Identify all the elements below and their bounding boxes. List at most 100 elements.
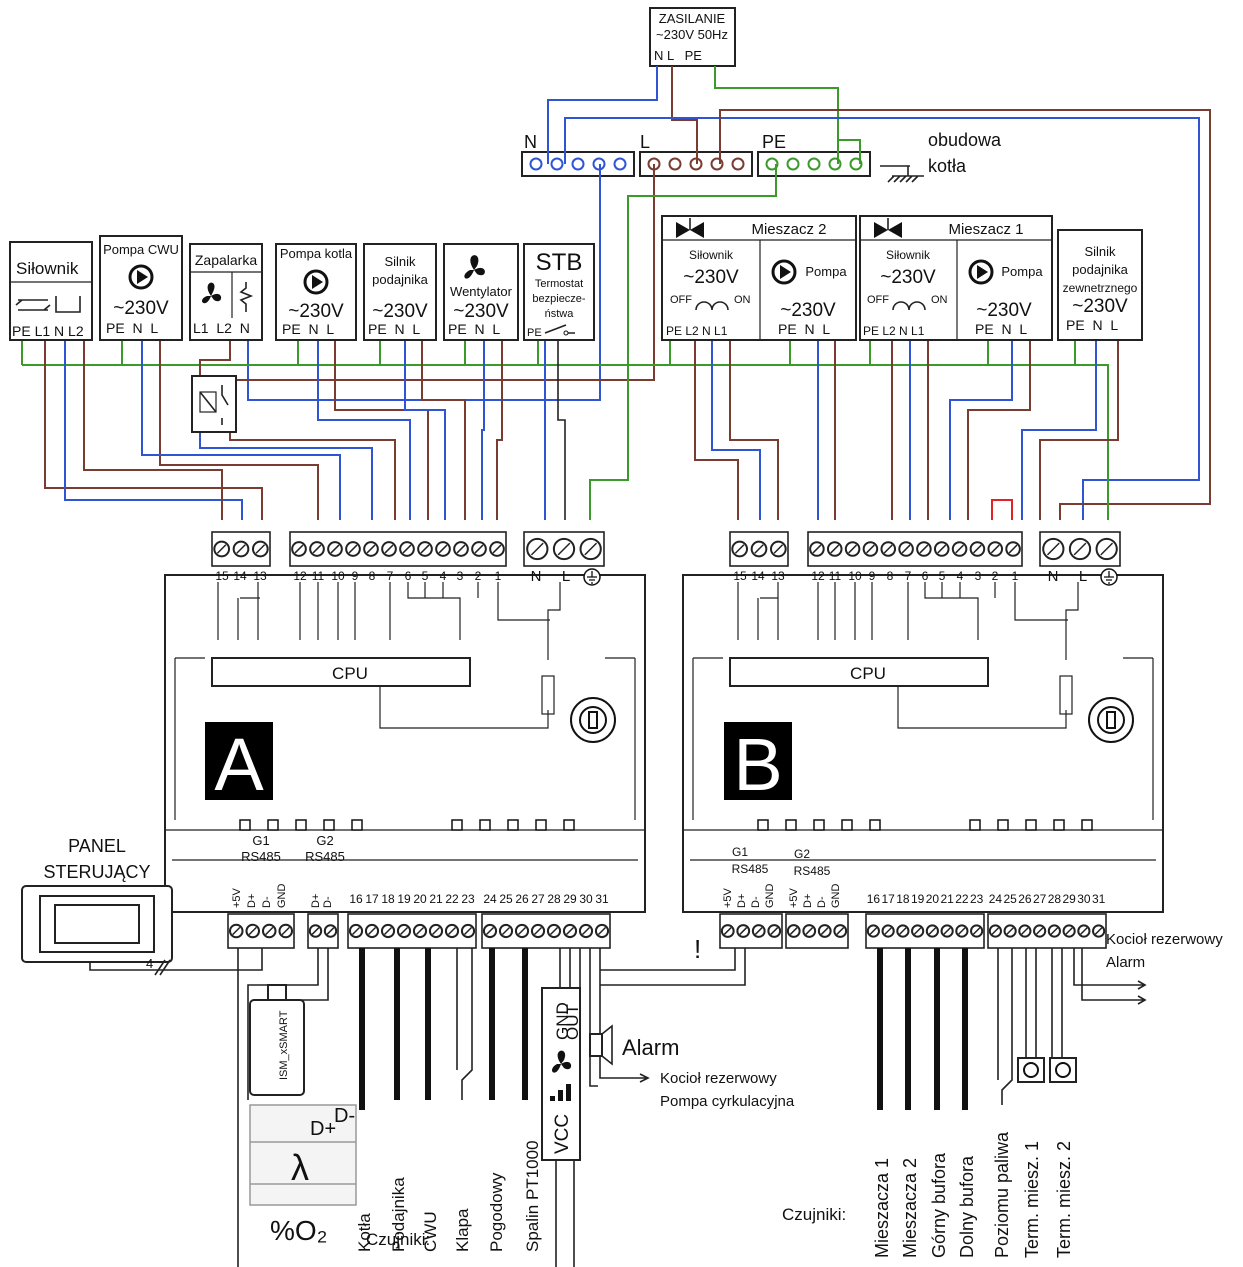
led-indicator: [841, 819, 853, 831]
mixer1-pump: Pompa: [1001, 264, 1043, 279]
pin-label: 7: [387, 569, 394, 583]
screw-slot: [348, 544, 358, 554]
mixer2-switch-icon: [695, 301, 729, 311]
screw-slot: [972, 927, 981, 935]
warning-mark: !: [694, 934, 701, 964]
boiler-pump-voltage: ~230V: [288, 301, 344, 322]
pin-label: 31: [1092, 892, 1106, 906]
screw-slot: [330, 544, 340, 554]
device-fan: Wentylator ~230V PE N L: [443, 243, 519, 341]
device-mixer-2: Mieszacz 2 Siłownik ~230V OFF ON PE L2 N…: [661, 215, 857, 341]
feeder-title-2: podajnika: [372, 272, 428, 287]
led-indicator: [813, 819, 825, 831]
fan-title: Wentylator: [450, 284, 513, 299]
bus-pin-label: +5V: [231, 887, 243, 908]
sensor-label: Mieszacza 1: [872, 1158, 892, 1258]
pin-label: 27: [531, 892, 545, 906]
panel-label-1: PANEL: [68, 836, 126, 856]
led-indicator: [869, 819, 881, 831]
pin-label: 3: [457, 569, 464, 583]
screw-slot: [913, 927, 922, 935]
mixer2-pump-pins: PE N L: [778, 321, 830, 337]
screw-slot: [384, 544, 394, 554]
device-mixer-1: Mieszacz 1 Siłownik ~230V OFF ON PE L2 N…: [859, 215, 1053, 341]
pin-label: 1: [1012, 569, 1019, 583]
screw-slot: [431, 926, 441, 936]
ism-label: ISM_xSMART: [278, 1010, 290, 1080]
led-indicator: [295, 819, 307, 831]
device-boiler-pump: Pompa kotla ~230V PE N L: [275, 243, 357, 341]
pin-label: 20: [926, 892, 940, 906]
device-feeder-motor: Silnik podajnika ~230V PE N L: [363, 243, 437, 341]
led-indicator: [479, 819, 491, 831]
screw-slot: [366, 544, 376, 554]
terminal-block-a-top-2: [289, 531, 507, 567]
screw-slot: [901, 544, 911, 554]
screw-slot: [533, 926, 543, 936]
device-stb: STB Termostat bezpiecze- ństwa PE: [523, 243, 595, 341]
pin-label: 10: [848, 569, 862, 583]
pin-label: 2: [992, 569, 999, 583]
a-rs1: RS485: [241, 849, 281, 864]
sensor-label: Podajnika: [389, 1177, 408, 1252]
ext-feeder-voltage: ~230V: [1072, 296, 1128, 317]
led-indicator: [969, 819, 981, 831]
a-g2: G2: [316, 833, 333, 848]
backup-a-label: Kocioł rezerwowy: [660, 1070, 777, 1087]
sensor-label: Kotła: [355, 1213, 374, 1252]
led-indicator: [1081, 819, 1093, 831]
fan-sensor-out: OUT: [563, 1004, 582, 1040]
dhw-pump-title: Pompa CWU: [103, 242, 179, 257]
screw-slot: [584, 542, 598, 556]
bus-pin-label: D-: [816, 896, 828, 908]
pin-label: 5: [939, 569, 946, 583]
screw-slot: [281, 926, 290, 936]
screw-slot: [557, 542, 571, 556]
sensor-label: Poziomu paliwa: [992, 1131, 1012, 1258]
bus-pin-label: GND: [764, 884, 776, 909]
valve-icon: [874, 218, 902, 238]
screw-slot: [805, 927, 814, 935]
screw-slot: [474, 544, 484, 554]
screw-slot: [754, 544, 764, 554]
panel-wire-count: 4: [146, 956, 153, 971]
screw-slot: [501, 926, 511, 936]
mixer1-switch-icon: [892, 301, 926, 311]
screw-slot: [770, 927, 779, 935]
pin-label: 26: [1018, 892, 1032, 906]
b-g1: G1: [732, 845, 748, 859]
housing-label-1: obudowa: [928, 130, 1002, 150]
screw-slot: [248, 926, 257, 936]
housing-label-2: kotła: [928, 156, 967, 176]
screw-slot: [789, 927, 798, 935]
busbar-terminal: [849, 157, 863, 171]
screw-slot: [1021, 927, 1029, 935]
alarm-a-label: Alarm: [622, 1035, 679, 1060]
screw-slot: [1008, 544, 1018, 554]
bus-pin-label: D+: [246, 894, 258, 908]
pump-icon: [128, 264, 154, 290]
screw-slot: [351, 926, 361, 936]
sensor-label: Term. miesz. 2: [1054, 1141, 1074, 1258]
pin-label: 23: [461, 892, 475, 906]
screw-slot: [326, 927, 335, 935]
cpu-b-block: [729, 657, 989, 687]
fuse-holder-icon: [1088, 697, 1134, 743]
bus-pin-label: GND: [276, 884, 288, 909]
bus-pin-label: +5V: [788, 887, 800, 908]
screw-slot: [723, 927, 732, 935]
screw-slot: [1094, 927, 1103, 935]
screw-slot: [1065, 927, 1073, 935]
signal-level-icon: [550, 1084, 571, 1101]
mixer2-pump: Pompa: [805, 264, 847, 279]
device-igniter: Zapalarka L1 L2 N: [189, 243, 263, 341]
mixer2-pump-voltage: ~230V: [780, 300, 836, 321]
screw-slot: [1050, 927, 1059, 935]
a-rs2: RS485: [305, 849, 345, 864]
screw-slot: [492, 544, 502, 554]
mixer1-off: OFF: [867, 294, 889, 306]
screw-slot: [530, 542, 544, 556]
pin-label: 12: [811, 569, 825, 583]
